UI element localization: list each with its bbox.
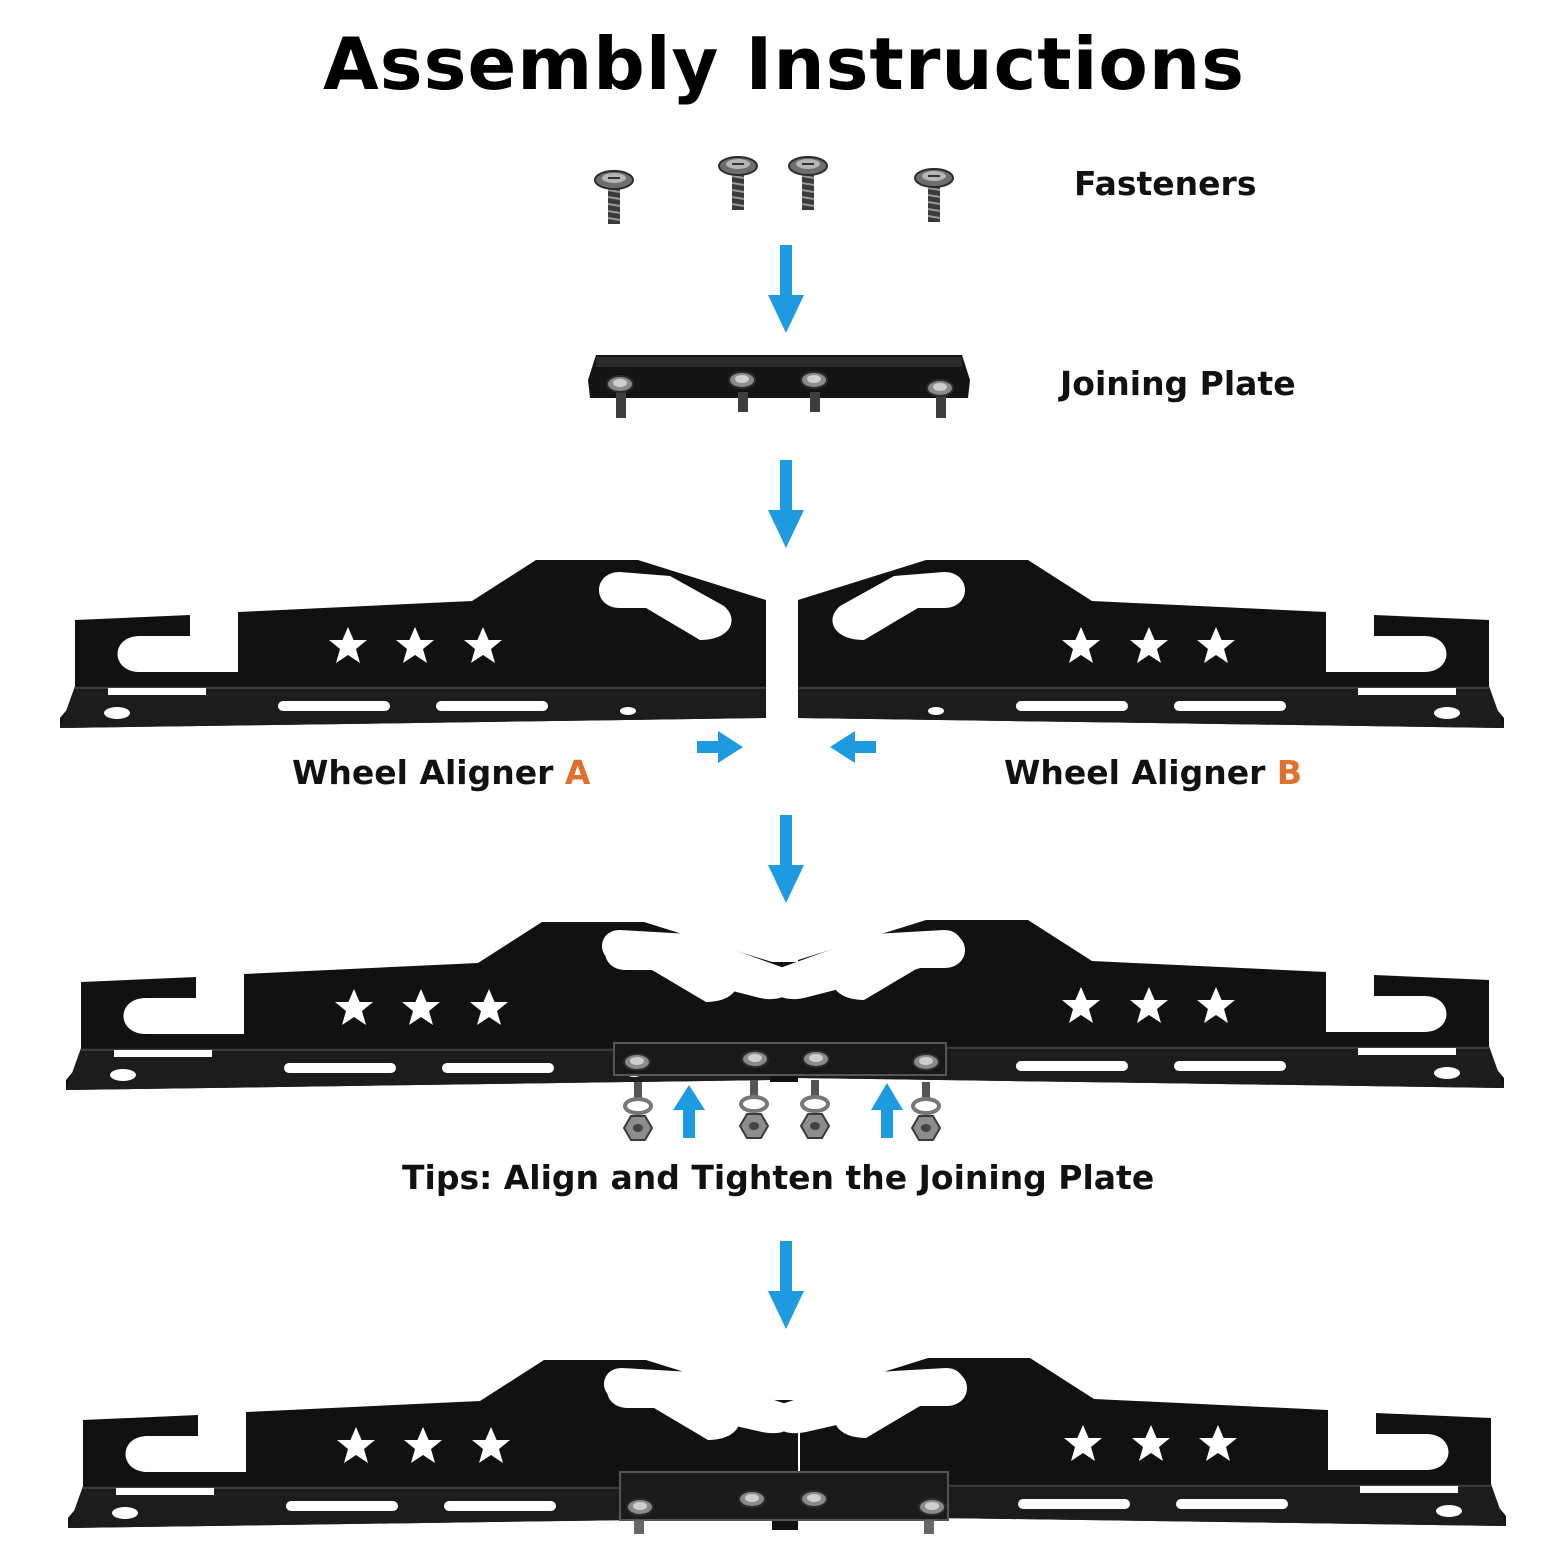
down-arrow-icon: [768, 460, 804, 548]
bolt-head-icon: [606, 375, 634, 393]
nut-icon: [910, 1080, 942, 1142]
wheel-aligner-b-text: Wheel Aligner: [1004, 753, 1277, 792]
wheel-aligner-a: [60, 560, 766, 728]
bolt-head-icon: [912, 1053, 940, 1071]
up-arrow-icon: [871, 1083, 903, 1138]
wheel-aligner-b-letter: B: [1276, 753, 1303, 792]
wheel-aligner-a-text: Wheel Aligner: [292, 753, 565, 792]
final-assembly: [68, 1358, 1506, 1534]
screw-icon: [914, 168, 954, 223]
nut-icon: [799, 1078, 831, 1140]
joining-plate: [588, 355, 970, 418]
screw-icon: [594, 170, 634, 225]
screw-icon: [718, 156, 758, 211]
down-arrow-icon: [768, 815, 804, 903]
bolt-head-icon: [626, 1498, 654, 1516]
page-title: Assembly Instructions: [323, 22, 1245, 106]
joining-plate-label: Joining Plate: [1060, 364, 1296, 403]
bolt-head-icon: [728, 371, 756, 389]
wheel-aligner-b-label: Wheel Aligner B: [1004, 753, 1302, 792]
down-arrow-icon: [768, 1241, 804, 1329]
bolt-head-icon: [800, 371, 828, 389]
bolt-head-icon: [802, 1050, 830, 1068]
down-arrow-icon: [768, 245, 804, 333]
fasteners-group: [594, 156, 954, 225]
wheel-aligner-a-label: Wheel Aligner A: [292, 753, 590, 792]
left-arrow-icon: [830, 731, 876, 763]
joined-aligner-step4: [66, 920, 1504, 1090]
wheel-aligner-b: [798, 560, 1504, 728]
bolt-head-icon: [800, 1490, 828, 1508]
bolt-head-icon: [926, 379, 954, 397]
fasteners-label: Fasteners: [1074, 164, 1257, 203]
bolt-head-icon: [738, 1490, 766, 1508]
right-arrow-icon: [697, 731, 743, 763]
bolt-head-icon: [741, 1050, 769, 1068]
up-arrow-icon: [673, 1085, 705, 1138]
nut-icon: [622, 1080, 654, 1142]
nut-icon: [738, 1078, 770, 1140]
bolt-head-icon: [623, 1053, 651, 1071]
tips-label: Tips: Align and Tighten the Joining Plat…: [402, 1158, 1155, 1197]
screw-icon: [788, 156, 828, 211]
bolt-head-icon: [918, 1498, 946, 1516]
wheel-aligner-a-letter: A: [564, 753, 591, 792]
